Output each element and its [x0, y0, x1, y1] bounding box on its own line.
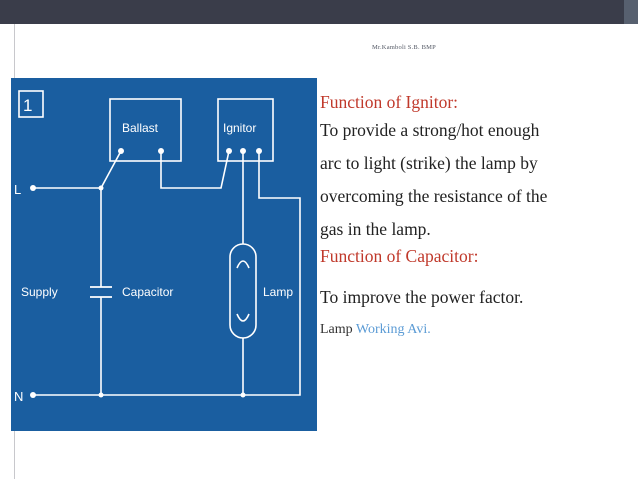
diagram-number: 1	[23, 96, 32, 115]
working-avi-link[interactable]: Working Avi.	[355, 322, 431, 337]
ignitor-text-line-2: arc to light (strike) the lamp by	[320, 153, 538, 173]
ballast-box	[109, 98, 182, 162]
capacitor-label: Capacitor	[122, 285, 173, 299]
lamp-tube	[229, 243, 257, 339]
supply-label: Supply	[21, 285, 58, 299]
diagram-number-box	[18, 90, 44, 118]
ignitor-text-line-1: To provide a strong/hot enough	[320, 120, 540, 140]
n-terminal-label: N	[14, 389, 23, 404]
ballast-label: Ballast	[122, 121, 159, 135]
ignitor-label: Ignitor	[223, 121, 256, 135]
ignitor-text-line-4: gas in the lamp.	[320, 219, 431, 239]
circuit-diagram: 1 Ballast Ignitor L N Supply Capacitor L…	[11, 78, 317, 431]
ignitor-box	[217, 98, 274, 162]
capacitor-heading: Function of Capacitor:	[320, 246, 479, 266]
lamp-label: Lamp	[263, 285, 293, 299]
author-credit: Mr.Kamboli S.B. BMP	[372, 44, 436, 51]
reference-line: Lamp Working Avi.	[320, 322, 632, 338]
l-terminal-label: L	[14, 182, 21, 197]
ignitor-text-line-3: overcoming the resistance of the	[320, 186, 548, 206]
title-bar-accent	[624, 0, 638, 24]
ignitor-heading: Function of Ignitor:	[320, 92, 459, 112]
title-bar	[0, 0, 638, 24]
reference-prefix: Lamp	[320, 322, 353, 337]
text-content: Function of Ignitor: To provide a strong…	[320, 92, 632, 338]
diagram-background	[11, 78, 317, 431]
capacitor-text: To improve the power factor.	[320, 287, 524, 307]
